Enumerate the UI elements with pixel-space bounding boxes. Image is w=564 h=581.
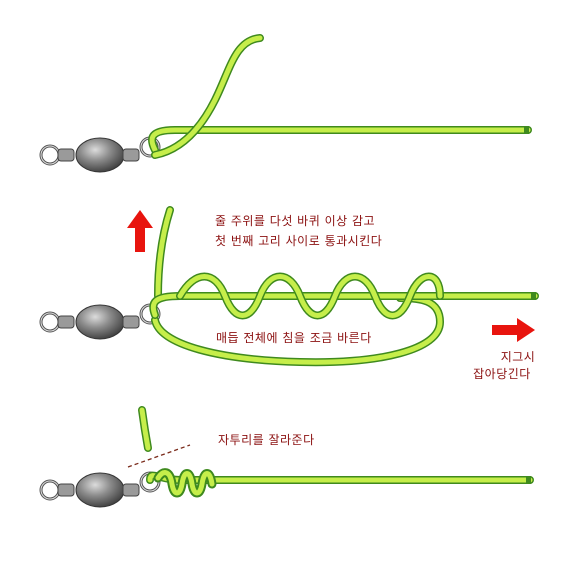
step-2-note: 매듭 전체에 침을 조금 바른다 [216, 331, 372, 345]
fishing-line-wrapped [149, 206, 539, 367]
swivel-sinker-icon [39, 471, 161, 508]
step-1 [39, 34, 532, 173]
swivel-sinker-icon [39, 136, 161, 173]
fishing-line [148, 34, 532, 159]
step-2 [39, 206, 539, 367]
arrow-right-icon [492, 318, 535, 342]
step-2-instruction-line-1: 줄 주위를 다섯 바퀴 이상 감고 [215, 214, 376, 228]
step-3 [39, 406, 534, 508]
step-2-instruction-line-2: 첫 번째 고리 사이로 통과시킨다 [215, 234, 383, 248]
cut-mark [127, 444, 191, 468]
swivel-sinker-icon [39, 303, 161, 340]
knot-coils [153, 468, 217, 498]
finished-knot [146, 468, 534, 498]
arrow-up-icon [127, 210, 153, 252]
step-2-pull-line-2: 잡아당긴다 [473, 367, 531, 381]
step-2-pull-line-1: 지그시 [500, 350, 536, 364]
cut-tag-end [138, 406, 152, 452]
step-3-instruction: 자투리를 잘라준다 [218, 433, 315, 447]
